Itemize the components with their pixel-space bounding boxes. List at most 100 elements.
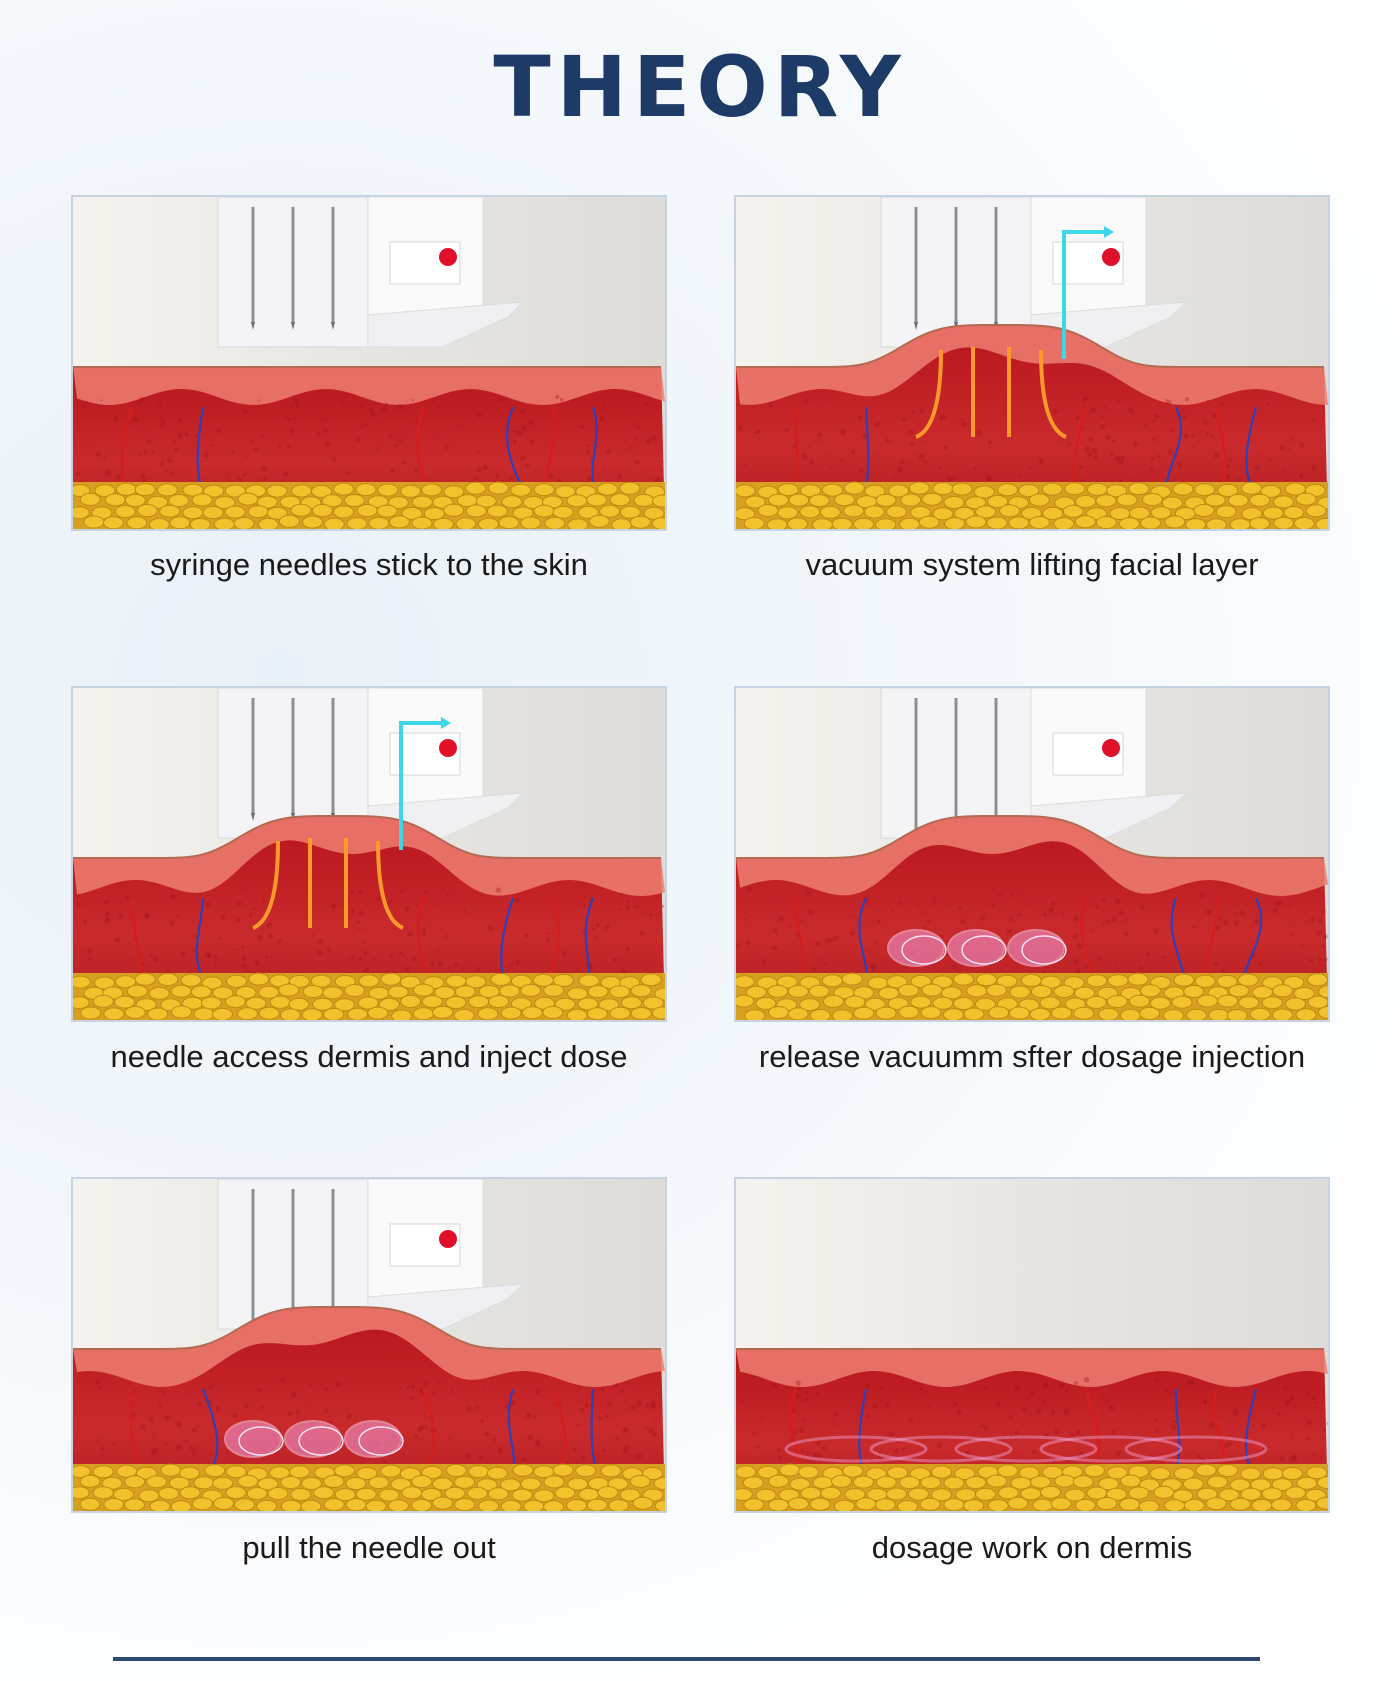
tissue-texture bbox=[197, 1401, 202, 1406]
tissue-texture bbox=[1166, 399, 1172, 405]
fat-cell bbox=[931, 1465, 952, 1479]
fat-cell bbox=[533, 483, 555, 497]
tissue-texture bbox=[1197, 1454, 1202, 1459]
tissue-texture bbox=[393, 443, 398, 448]
tissue-texture bbox=[980, 915, 986, 921]
tissue-texture bbox=[164, 1441, 168, 1445]
fat-cell bbox=[1139, 984, 1161, 998]
tissue-texture bbox=[960, 964, 965, 969]
fat-cell bbox=[787, 517, 808, 529]
fat-cell bbox=[619, 1488, 641, 1502]
fat-cell bbox=[512, 1463, 534, 1477]
tissue-texture bbox=[816, 432, 822, 438]
fat-cell bbox=[322, 986, 344, 1000]
tissue-texture bbox=[617, 907, 621, 911]
tissue-texture bbox=[752, 1431, 756, 1436]
tissue-texture bbox=[742, 910, 746, 913]
fat-cell bbox=[1217, 994, 1239, 1008]
tissue-texture bbox=[877, 1455, 883, 1461]
tissue-texture bbox=[253, 960, 260, 966]
fat-cell bbox=[1086, 974, 1108, 988]
tissue-texture bbox=[815, 1440, 822, 1446]
tissue-texture bbox=[1326, 1422, 1328, 1425]
step-caption-4: release vacuumm sfter dosage injection bbox=[758, 1039, 1306, 1074]
tissue-texture bbox=[322, 428, 328, 434]
fat-cell bbox=[212, 1007, 233, 1020]
fat-cell bbox=[1307, 973, 1328, 987]
epidermis-layer bbox=[73, 367, 665, 405]
tissue-texture bbox=[868, 1434, 871, 1437]
fat-cell bbox=[434, 986, 456, 1000]
tissue-texture bbox=[363, 950, 368, 956]
tissue-texture bbox=[792, 899, 795, 902]
epidermis-layer bbox=[73, 1307, 665, 1387]
fat-cell bbox=[1283, 506, 1305, 520]
fat-cell bbox=[1139, 1006, 1161, 1020]
fat-cell bbox=[567, 987, 588, 1001]
tissue-texture bbox=[592, 927, 595, 930]
tissue-texture bbox=[195, 434, 199, 438]
tissue-texture bbox=[1031, 1449, 1036, 1454]
fat-cell bbox=[920, 1476, 942, 1490]
tissue-texture bbox=[824, 937, 831, 944]
tissue-texture bbox=[318, 938, 323, 944]
tissue-texture bbox=[324, 1408, 329, 1413]
fat-cell bbox=[191, 493, 213, 507]
fat-cell bbox=[642, 1467, 663, 1480]
tissue-texture bbox=[1283, 468, 1286, 472]
fat-cell bbox=[83, 515, 105, 529]
tissue-texture bbox=[1064, 1389, 1068, 1393]
fat-cell bbox=[520, 983, 542, 997]
fat-cell bbox=[189, 518, 211, 529]
fat-cell bbox=[1119, 1497, 1141, 1511]
fat-cell bbox=[334, 1464, 355, 1478]
fat-cell bbox=[1030, 1475, 1052, 1489]
fat-cell bbox=[466, 1486, 488, 1500]
tissue-texture bbox=[767, 402, 774, 408]
fat-cell bbox=[899, 1476, 920, 1489]
tissue-texture bbox=[1306, 1437, 1310, 1441]
tissue-texture bbox=[1119, 479, 1122, 483]
fat-cell bbox=[94, 484, 116, 498]
fat-cell bbox=[1295, 1499, 1317, 1511]
tissue-texture bbox=[636, 1401, 643, 1407]
tissue-texture bbox=[771, 1383, 778, 1390]
fat-cell bbox=[126, 984, 148, 998]
tissue-texture bbox=[636, 1453, 643, 1459]
tissue-texture bbox=[1042, 1383, 1049, 1390]
tissue-texture bbox=[419, 1390, 424, 1395]
tissue-texture bbox=[1234, 913, 1237, 916]
tissue-texture bbox=[655, 897, 658, 901]
tissue-texture bbox=[1191, 433, 1195, 437]
fat-cell bbox=[1285, 997, 1306, 1011]
tissue-texture bbox=[1232, 906, 1235, 909]
tissue-texture bbox=[250, 439, 254, 444]
tissue-texture bbox=[1116, 1450, 1122, 1456]
tissue-texture bbox=[657, 911, 661, 914]
fat-cell bbox=[367, 1006, 389, 1020]
fat-cell bbox=[932, 507, 954, 521]
fat-cell bbox=[321, 494, 343, 508]
tissue-texture bbox=[295, 1410, 300, 1415]
tissue-texture bbox=[779, 898, 782, 901]
fat-cell bbox=[92, 1465, 114, 1479]
fat-cell bbox=[554, 1486, 576, 1500]
fat-cell bbox=[226, 974, 247, 988]
tissue-texture bbox=[777, 1448, 782, 1453]
fat-cell bbox=[486, 504, 508, 518]
tissue-texture bbox=[376, 897, 381, 902]
fat-cell bbox=[465, 481, 487, 495]
tissue-texture bbox=[606, 449, 611, 454]
tissue-texture bbox=[386, 902, 391, 906]
fat-cell bbox=[421, 995, 443, 1009]
fat-cell bbox=[468, 1465, 490, 1478]
fat-cell bbox=[988, 1006, 1010, 1020]
tissue-texture bbox=[874, 422, 880, 428]
fat-cell bbox=[566, 1008, 588, 1020]
tissue-texture bbox=[1104, 406, 1108, 410]
fat-cell bbox=[819, 505, 841, 519]
tissue-texture bbox=[616, 474, 623, 480]
fat-cell bbox=[787, 984, 809, 998]
tissue-texture bbox=[594, 935, 599, 940]
fat-cell bbox=[1193, 503, 1215, 517]
